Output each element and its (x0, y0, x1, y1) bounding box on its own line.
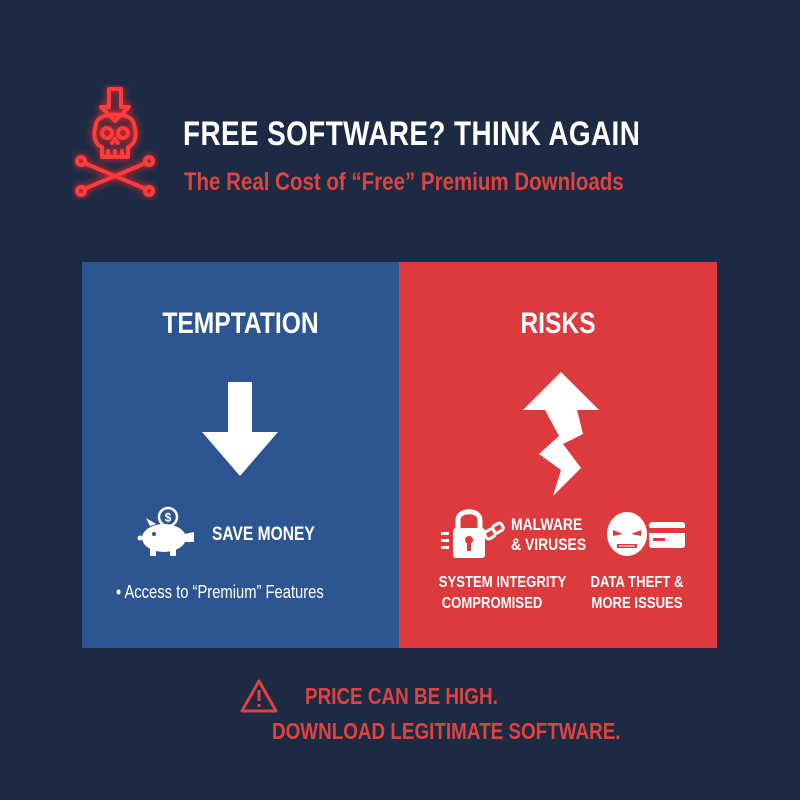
malware-label: MALWARE & VIRUSES (511, 515, 586, 555)
premium-features-bullet: • Access to “Premium” Features (116, 582, 324, 602)
system-line-1: SYSTEM INTEGRITY (438, 574, 567, 591)
malware-line-2: & VIRUSES (511, 535, 587, 554)
system-line-2: COMPROMISED (441, 595, 543, 612)
arrow-down-icon (202, 382, 278, 476)
theft-line-1: DATA THEFT & (590, 574, 684, 591)
temptation-panel: TEMPTATION $ SAVE MONEY • Access to “Pre… (82, 262, 399, 648)
risks-heading: RISKS (520, 307, 596, 340)
data-theft-label: DATA THEFT & MORE ISSUES (588, 572, 686, 614)
risks-panel: RISKS MALWARE & VIRUSES SYSTEM INTEGRIT (399, 262, 717, 648)
page-subtitle: The Real Cost of “Free” Premium Download… (184, 168, 624, 196)
system-integrity-label: SYSTEM INTEGRITY COMPROMISED (438, 572, 567, 614)
footer-warning-line-2: DOWNLOAD LEGITIMATE SOFTWARE. (272, 718, 621, 744)
broken-lock-icon (441, 509, 505, 558)
skull-crossbones-download-icon (75, 87, 155, 197)
lightning-arrow-up-icon (523, 372, 599, 496)
theft-line-2: MORE ISSUES (591, 595, 683, 612)
warning-triangle-icon (240, 679, 278, 713)
footer-warning-line-1: PRICE CAN BE HIGH. (305, 683, 498, 709)
svg-text:$: $ (165, 511, 172, 525)
malware-line-1: MALWARE (511, 515, 583, 534)
piggy-bank-icon: $ (137, 506, 194, 556)
save-money-label: SAVE MONEY (212, 524, 315, 545)
temptation-heading: TEMPTATION (162, 307, 319, 340)
hacker-card-icon (607, 512, 685, 556)
page-title: FREE SOFTWARE? THINK AGAIN (183, 115, 641, 153)
